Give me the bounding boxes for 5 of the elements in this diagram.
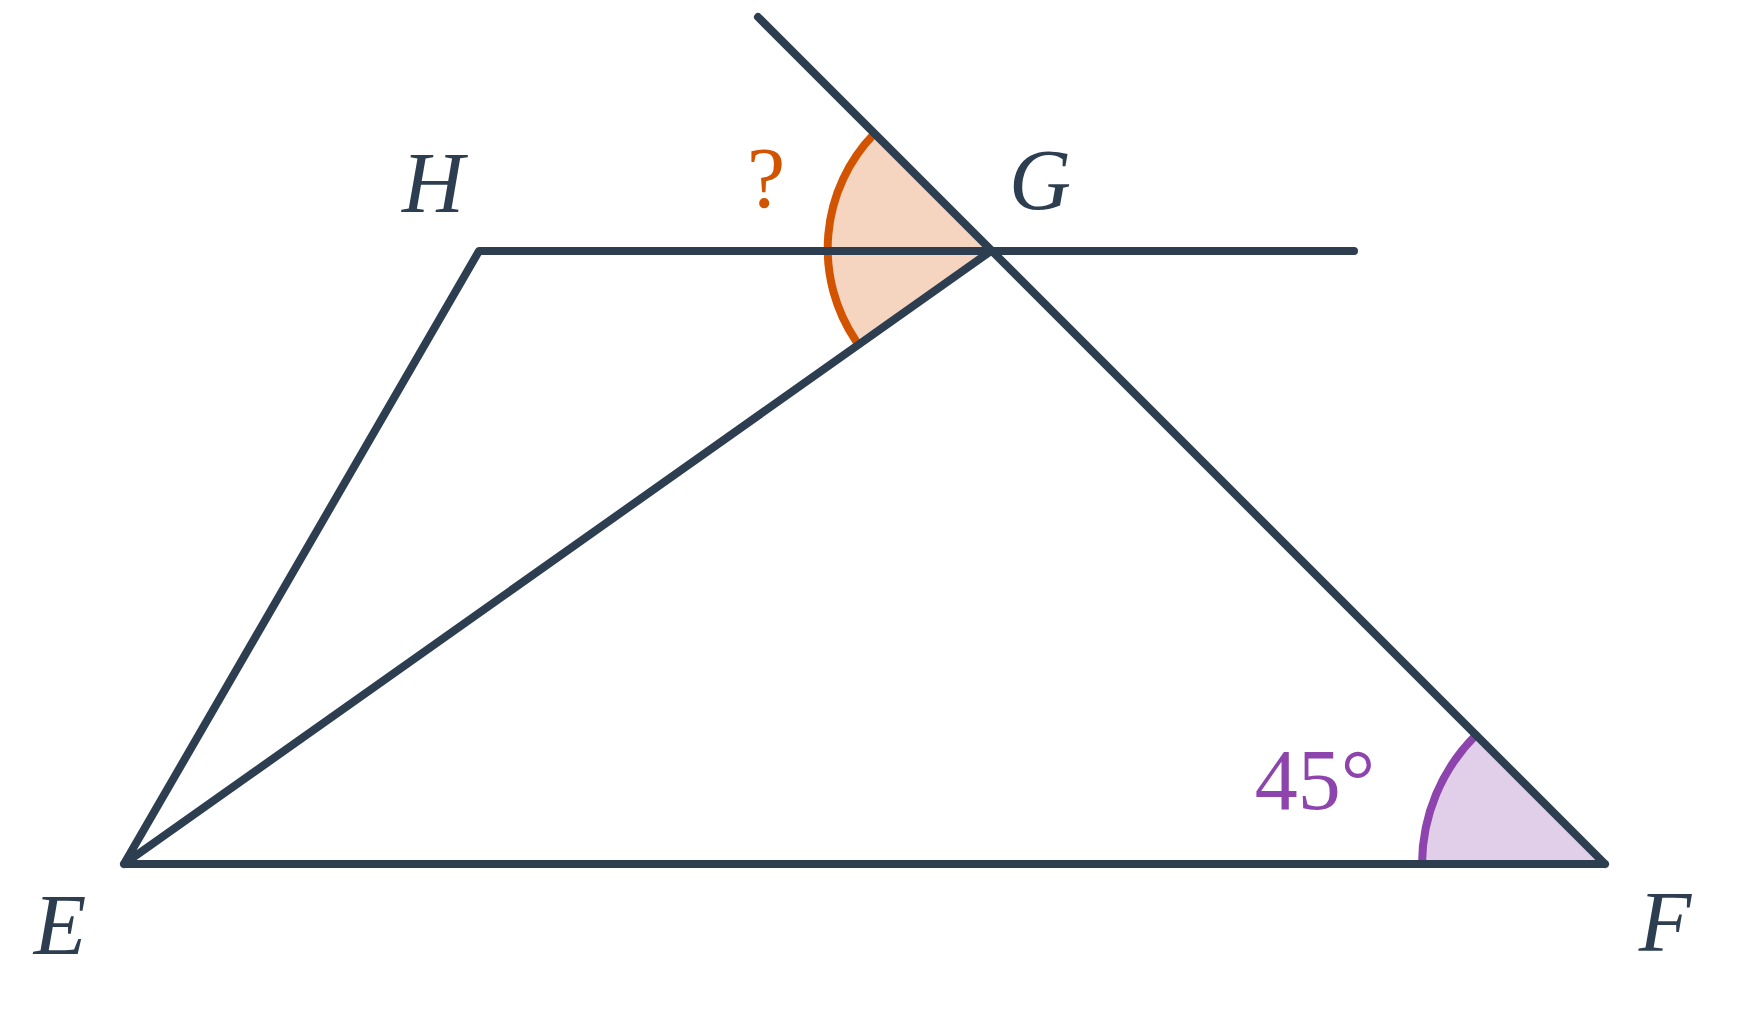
point-label: E [33, 882, 87, 968]
angle-label: ? [746, 135, 786, 221]
point-label: G [1008, 137, 1072, 223]
angle-label: 45° [1254, 737, 1376, 823]
point-label: F [1638, 879, 1692, 965]
